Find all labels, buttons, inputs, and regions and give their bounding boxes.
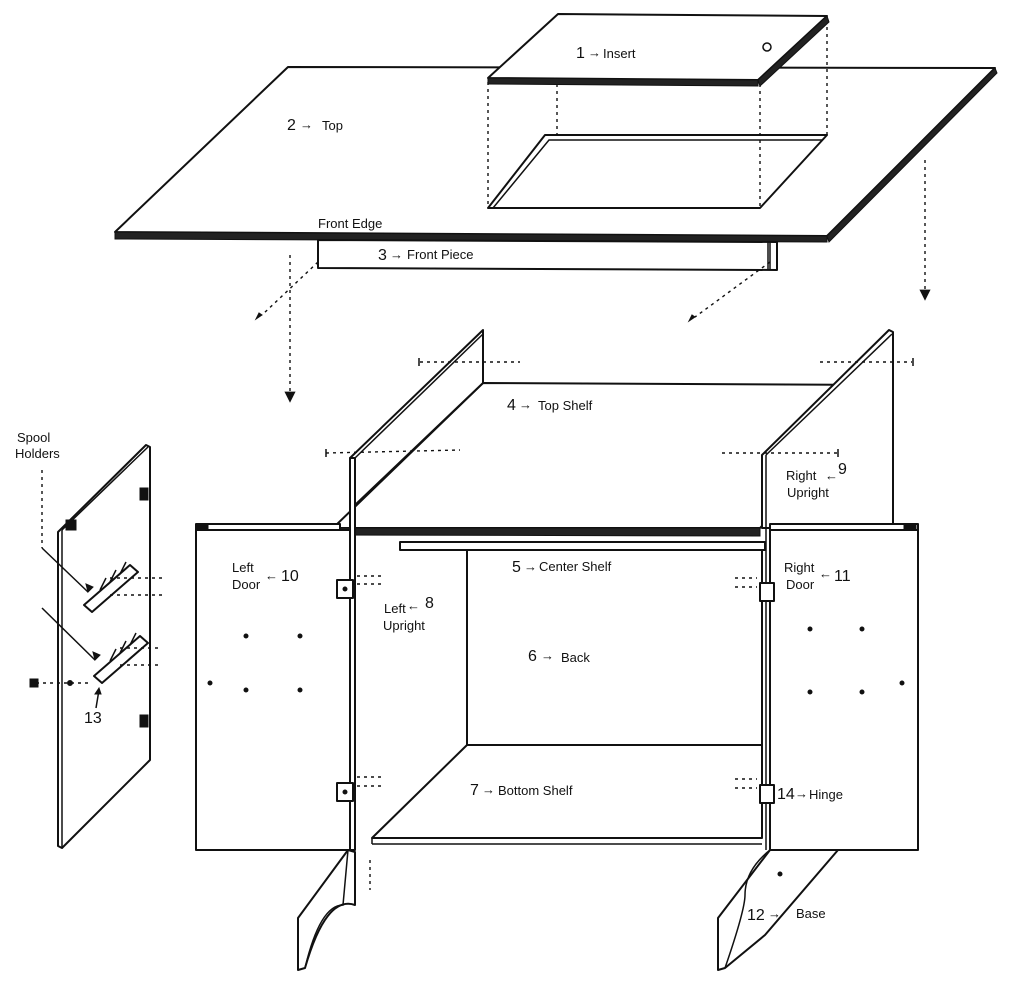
- svg-text:Right: Right: [786, 468, 817, 483]
- label-right-door: Right ← 11 Door: [784, 560, 851, 592]
- svg-text:→: →: [390, 247, 403, 262]
- svg-text:→: →: [795, 786, 808, 801]
- base-right: [717, 849, 839, 971]
- insert-finger-hole-icon: [762, 42, 772, 52]
- bottom-shelf: [371, 744, 763, 845]
- svg-text:←: ←: [819, 566, 832, 581]
- door-holes: [807, 626, 905, 695]
- label-top-shelf: 4 → Top Shelf: [507, 397, 593, 414]
- spool-holder-icon: [83, 564, 139, 613]
- svg-text:5: 5: [512, 559, 521, 576]
- label-top: 2 → Top: [287, 117, 343, 134]
- svg-text:7: 7: [470, 782, 479, 799]
- svg-text:→: →: [300, 117, 313, 132]
- svg-text:→: →: [519, 397, 532, 412]
- svg-text:10: 10: [281, 568, 299, 585]
- back-panel: [466, 547, 763, 746]
- svg-text:4: 4: [507, 397, 516, 414]
- svg-text:Holders: Holders: [15, 446, 60, 461]
- svg-text:Top: Top: [322, 118, 343, 133]
- insert-panel: [487, 13, 830, 208]
- svg-text:14: 14: [777, 786, 795, 803]
- label-hinge: 14 → Hinge: [777, 786, 843, 803]
- base-left: [297, 849, 371, 971]
- svg-text:Bottom Shelf: Bottom Shelf: [498, 783, 573, 798]
- svg-text:Hinge: Hinge: [809, 787, 843, 802]
- side-panel-with-spool-holders: [29, 444, 162, 849]
- svg-text:8: 8: [425, 595, 434, 612]
- label-base: 12 → Base: [747, 906, 826, 924]
- svg-text:Back: Back: [561, 650, 590, 665]
- svg-text:←: ←: [825, 468, 838, 483]
- label-left-door: Left ← 10 Door: [232, 560, 299, 592]
- svg-text:→: →: [482, 782, 495, 797]
- label-left-upright: Left ← 8 Upright: [383, 595, 434, 633]
- screw-icon: [254, 312, 263, 321]
- front-piece: [317, 239, 778, 271]
- label-front-edge: Front Edge: [318, 216, 382, 231]
- svg-text:9: 9: [838, 461, 847, 478]
- label-center-shelf: 5 → Center Shelf: [512, 559, 612, 576]
- screw-icon: [687, 314, 696, 323]
- svg-text:→: →: [588, 45, 601, 60]
- label-insert: 1 → Insert: [576, 45, 636, 62]
- svg-text:Left: Left: [384, 601, 406, 616]
- label-bottom-shelf: 7 → Bottom Shelf: [470, 782, 573, 799]
- svg-text:←: ←: [407, 598, 420, 613]
- svg-text:Upright: Upright: [383, 618, 425, 633]
- svg-text:Front Piece: Front Piece: [407, 247, 473, 262]
- door-holes: [207, 633, 303, 693]
- svg-text:Spool: Spool: [17, 430, 50, 445]
- spool-pin-icon: [29, 678, 39, 688]
- svg-text:Top Shelf: Top Shelf: [538, 398, 593, 413]
- svg-text:→: →: [768, 906, 781, 921]
- svg-text:Base: Base: [796, 906, 826, 921]
- svg-text:→: →: [524, 559, 537, 574]
- svg-text:Door: Door: [786, 577, 815, 592]
- svg-text:Left: Left: [232, 560, 254, 575]
- svg-text:←: ←: [265, 568, 278, 583]
- svg-text:2: 2: [287, 117, 296, 134]
- center-shelf: [399, 541, 766, 551]
- svg-text:3: 3: [378, 247, 387, 264]
- label-spool-holders: Spool Holders: [15, 430, 60, 461]
- svg-text:Upright: Upright: [787, 485, 829, 500]
- svg-text:Door: Door: [232, 577, 261, 592]
- label-spool-pin: 13: [84, 710, 102, 727]
- label-front-piece: 3 → Front Piece: [378, 247, 473, 264]
- svg-text:11: 11: [834, 568, 851, 585]
- svg-text:→: →: [541, 648, 554, 663]
- svg-text:12: 12: [747, 907, 765, 924]
- right-door: [769, 523, 919, 851]
- svg-text:6: 6: [528, 648, 537, 665]
- hinge-icon: [336, 575, 775, 804]
- svg-text:Center Shelf: Center Shelf: [539, 559, 612, 574]
- svg-text:Right: Right: [784, 560, 815, 575]
- label-back: 6 → Back: [528, 648, 590, 665]
- svg-text:Insert: Insert: [603, 46, 636, 61]
- svg-text:1: 1: [576, 45, 585, 62]
- label-right-upright: Right ← 9 Upright: [786, 461, 847, 500]
